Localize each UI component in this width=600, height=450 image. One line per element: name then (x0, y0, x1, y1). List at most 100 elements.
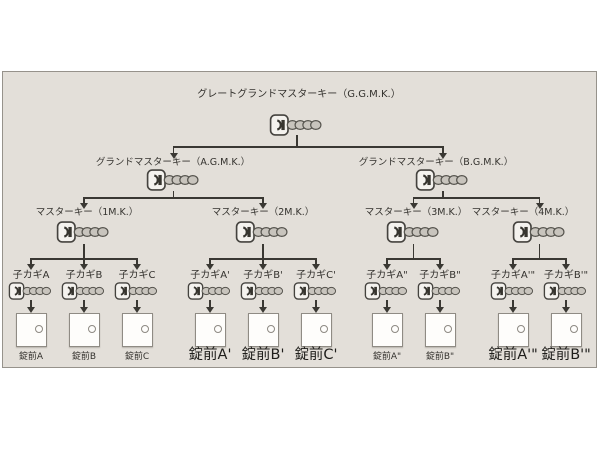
connector-line (565, 258, 567, 264)
arrow-down-icon (312, 263, 320, 270)
connector-line (262, 300, 264, 307)
child-key-icon (187, 282, 231, 300)
connector-line (30, 258, 32, 264)
connector-line (442, 146, 444, 153)
connector-line (209, 258, 211, 264)
connector-line (412, 197, 415, 203)
connector-line (315, 258, 317, 264)
lock-knob-icon (569, 325, 578, 333)
lock-box (247, 313, 279, 347)
child-key-label: 子カギC' (296, 270, 336, 281)
lock-knob-icon (516, 325, 525, 333)
lock-label: 錠前B'" (541, 347, 591, 363)
lock-box (68, 313, 100, 347)
connector-line (412, 244, 415, 258)
lock-label: 錠前B' (241, 347, 285, 363)
child-key-label: 子カギB'" (543, 270, 589, 281)
lock-label: 錠前A (18, 352, 44, 362)
lock-knob-icon (319, 325, 328, 333)
lock-label: 錠前C' (294, 347, 338, 363)
connector-line (83, 197, 85, 203)
arrow-down-icon (562, 306, 570, 313)
arrow-down-icon (133, 306, 141, 313)
connector-line (439, 258, 441, 264)
child-key-label: 子カギC (118, 270, 156, 281)
master-3-key-icon (386, 221, 439, 243)
great-grand-master-key-icon (269, 114, 323, 136)
arrow-down-icon (312, 306, 320, 313)
connector-line (83, 300, 85, 307)
connector-line (296, 135, 298, 146)
lock-knob-icon (390, 325, 399, 333)
connector-line (172, 146, 175, 153)
lock-label: 錠前A" (372, 352, 402, 362)
arrow-down-icon (383, 306, 391, 313)
connector-line (442, 191, 444, 197)
connector-line (136, 300, 138, 307)
child-key-icon (61, 282, 105, 300)
connector-line (413, 197, 540, 199)
connector-line (136, 258, 138, 264)
connector-line (538, 244, 541, 258)
connector-line (262, 197, 264, 203)
child-key-label: 子カギB (65, 270, 103, 281)
arrow-down-icon (259, 202, 267, 209)
great-grand-master-label: グレートグランドマスターキー（G.G.M.K.） (197, 89, 401, 100)
diagram-panel: グレートグランドマスターキー（G.G.M.K.） グランドマスターキー（A.G.… (2, 71, 597, 368)
master-2-key-icon (235, 221, 289, 243)
child-key-label: 子カギA" (366, 270, 408, 281)
arrow-down-icon (509, 263, 517, 270)
arrow-down-icon (206, 263, 214, 270)
arrow-down-icon (409, 202, 418, 209)
connector-line (173, 146, 444, 148)
arrow-down-icon (80, 263, 88, 270)
child-key-label: 子カギA' (190, 270, 230, 281)
lock-knob-icon (87, 325, 96, 333)
connector-line (83, 244, 85, 258)
connector-line (386, 300, 388, 307)
connector-line (83, 258, 85, 264)
lock-box (497, 313, 529, 347)
connector-line (84, 197, 264, 199)
connector-line (512, 258, 514, 264)
arrow-down-icon (27, 263, 35, 270)
connector-line (262, 244, 264, 258)
lock-label: 錠前A'" (488, 347, 538, 363)
lock-knob-icon (140, 325, 149, 333)
arrow-down-icon (169, 152, 178, 159)
child-key-icon (543, 282, 587, 300)
arrow-down-icon (439, 152, 447, 159)
master-1-key-icon (56, 221, 110, 243)
grand-master-a-key-icon (146, 169, 199, 191)
arrow-down-icon (509, 306, 517, 313)
arrow-down-icon (80, 202, 88, 209)
lock-box (550, 313, 582, 347)
lock-label: 錠前B" (425, 352, 455, 362)
connector-line (565, 300, 567, 307)
child-key-label: 子カギA (12, 270, 50, 281)
connector-line (387, 258, 441, 260)
connector-line (30, 300, 32, 307)
connector-line (512, 300, 514, 307)
connector-line (538, 197, 541, 203)
connector-line (513, 258, 567, 260)
lock-box (15, 313, 47, 347)
grand-master-a-label: グランドマスターキー（A.G.M.K.） (95, 157, 251, 168)
arrow-down-icon (80, 306, 88, 313)
arrow-down-icon (383, 263, 391, 270)
connector-line (262, 258, 264, 264)
child-key-icon (293, 282, 337, 300)
master-4-key-icon (511, 221, 565, 243)
arrow-down-icon (133, 263, 141, 270)
lock-box (424, 313, 456, 347)
lock-box (300, 313, 332, 347)
child-key-icon (8, 282, 52, 300)
lock-knob-icon (443, 325, 452, 333)
connector-line (439, 300, 441, 307)
child-key-icon (114, 282, 158, 300)
connector-line (172, 191, 175, 197)
lock-knob-icon (213, 325, 222, 333)
child-key-label: 子カギA'" (490, 270, 536, 281)
master-4-label: マスターキー（4M.K.） (471, 207, 575, 218)
master-2-label: マスターキー（2M.K.） (211, 207, 315, 218)
